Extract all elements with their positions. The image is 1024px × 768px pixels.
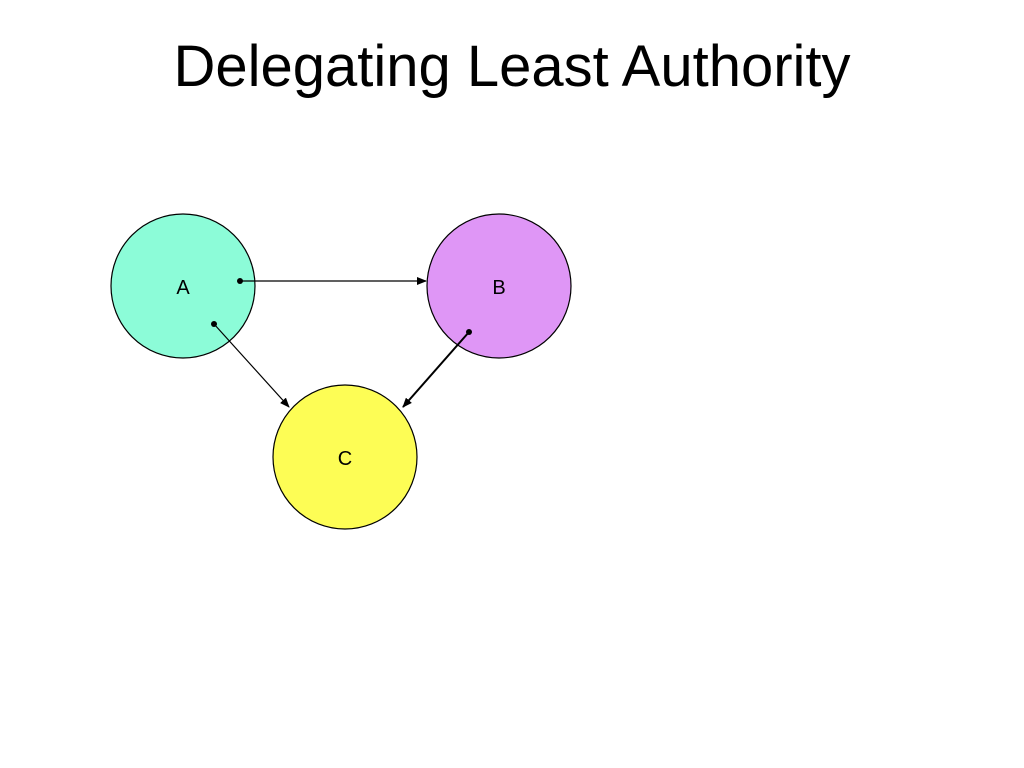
edge-b-c-arrow bbox=[402, 331, 470, 408]
slide-title: Delegating Least Authority bbox=[173, 34, 851, 99]
node-a bbox=[110, 213, 256, 359]
node-a-label: A bbox=[176, 277, 190, 299]
edge-a-c-arrow bbox=[213, 323, 290, 408]
node-b bbox=[426, 213, 572, 359]
node-b-label: B bbox=[492, 277, 505, 299]
node-c-label: C bbox=[338, 448, 352, 470]
node-c bbox=[272, 384, 418, 530]
